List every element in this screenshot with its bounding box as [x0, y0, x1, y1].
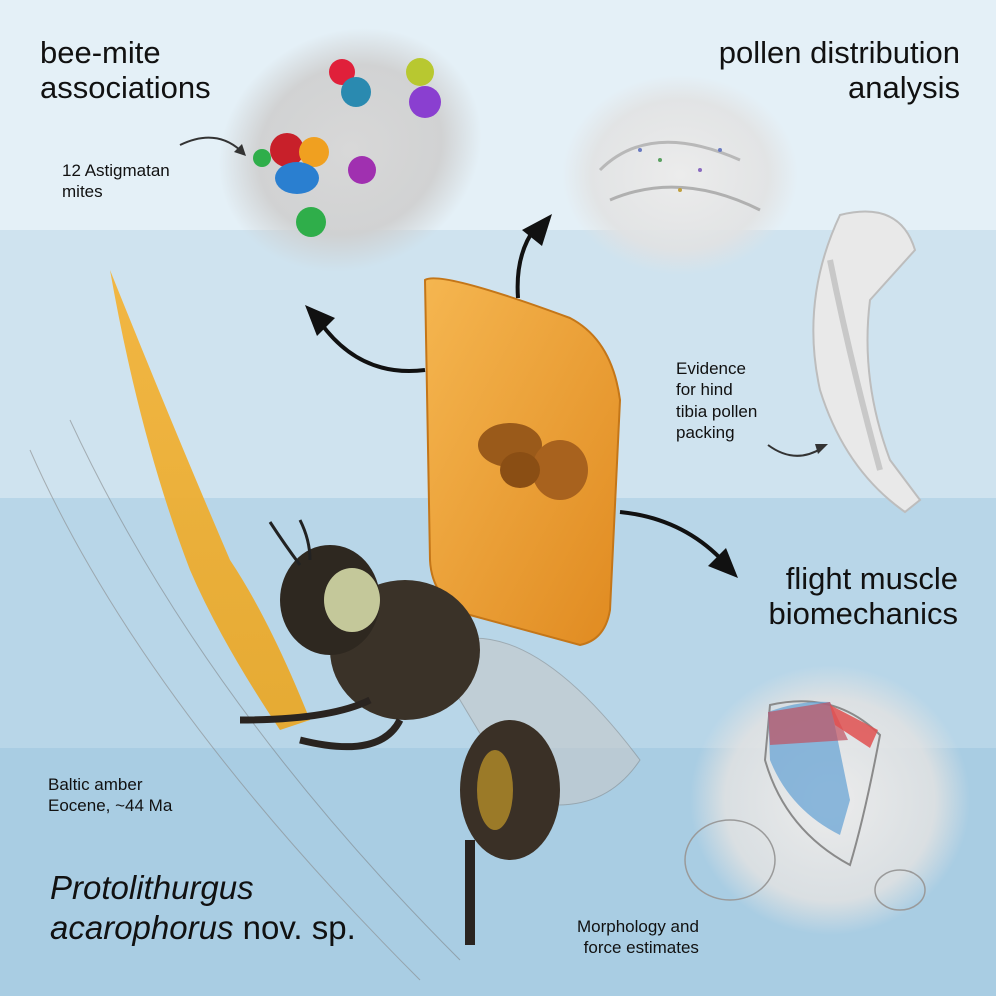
mite-purple [409, 86, 441, 118]
arrow-to-pollen [515, 214, 552, 299]
heading-line: biomechanics [768, 595, 958, 631]
species-epithet: acarophorus [50, 909, 234, 947]
mite-orange [299, 137, 329, 167]
species-genus: Protolithurgus [50, 869, 254, 906]
annotation-line: force estimates [583, 938, 699, 958]
arrow-to-mites [305, 305, 426, 373]
annotation-line: for hind [676, 380, 733, 400]
mite-teal [341, 77, 371, 107]
annotation-line: 12 Astigmatan [62, 161, 170, 180]
bee-eye [324, 568, 380, 632]
heading-pollen: pollen distribution analysis [718, 35, 960, 105]
fossil-bee-inclusion [478, 423, 588, 500]
background-band-top [0, 0, 996, 230]
annotation-mites: 12 Astigmatan mites [62, 160, 170, 203]
heading-flight: flight muscle biomechanics [768, 561, 958, 631]
mite-blue [275, 162, 319, 194]
pointer-arrow-tibia [767, 444, 828, 457]
bark-and-resin [29, 270, 461, 981]
mite-dark-red [270, 133, 304, 167]
bee-wing [429, 637, 641, 806]
arrow-to-flight-muscle [619, 510, 738, 578]
bee-leg [239, 696, 372, 724]
flight-muscle-section [684, 665, 970, 935]
annotation-line: mites [62, 182, 103, 202]
muscle-red-region [768, 702, 848, 745]
mite-yellow-green [406, 58, 434, 86]
heading-line: bee-mite [40, 35, 161, 70]
bee-antenna [268, 521, 302, 566]
pointer-arrow-mites [179, 136, 246, 156]
bee-illustration [239, 519, 641, 945]
heading-line: pollen distribution [718, 35, 960, 70]
annotation-line: packing [676, 422, 735, 442]
species-name: Protolithurgus acarophorus nov. sp. [50, 868, 356, 949]
amber-piece [423, 277, 622, 647]
pollen-ct-scan [562, 75, 798, 275]
mite-magenta [348, 156, 376, 184]
annotation-line: Morphology and [577, 917, 699, 936]
annotation-tibia: Evidence for hind tibia pollen packing [676, 358, 757, 443]
mite-red [329, 59, 355, 85]
annotation-amber: Baltic amber Eocene, ~44 Ma [48, 774, 172, 817]
annotation-line: tibia pollen [676, 401, 758, 421]
annotation-morphology: Morphology and force estimates [577, 916, 699, 959]
annotation-line: Eocene, ~44 Ma [48, 796, 173, 816]
species-suffix: nov. sp. [233, 909, 356, 947]
annotation-line: Evidence [676, 359, 746, 378]
hind-leg-ct-scan [812, 210, 922, 514]
annotation-line: Baltic amber [48, 775, 143, 794]
mite-green-small [253, 149, 271, 167]
heading-line: associations [40, 69, 211, 105]
mite-specimen-panel [218, 28, 482, 272]
mite-green [296, 207, 326, 237]
heading-line: analysis [848, 69, 960, 105]
heading-bee-mite: bee-mite associations [40, 35, 211, 105]
heading-line: flight muscle [785, 561, 958, 596]
